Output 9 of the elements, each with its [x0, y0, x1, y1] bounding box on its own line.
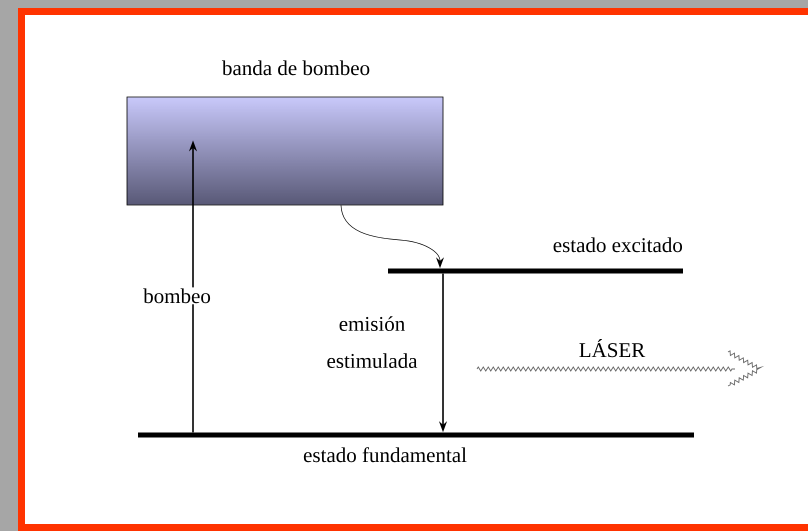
edge-label: bombeo	[142, 287, 212, 304]
edge-label: emisión estimulada	[315, 315, 429, 370]
energy-level: estado fundamental	[138, 432, 694, 462]
laser-label: LÁSER	[579, 338, 646, 358]
node-label: estado excitado	[554, 237, 682, 252]
node-label: banda de bombeo	[222, 60, 370, 76]
energy-level: estado excitado	[388, 237, 683, 274]
pump-band: banda de bombeo	[126, 60, 444, 206]
node-label: estado fundamental	[304, 447, 467, 462]
